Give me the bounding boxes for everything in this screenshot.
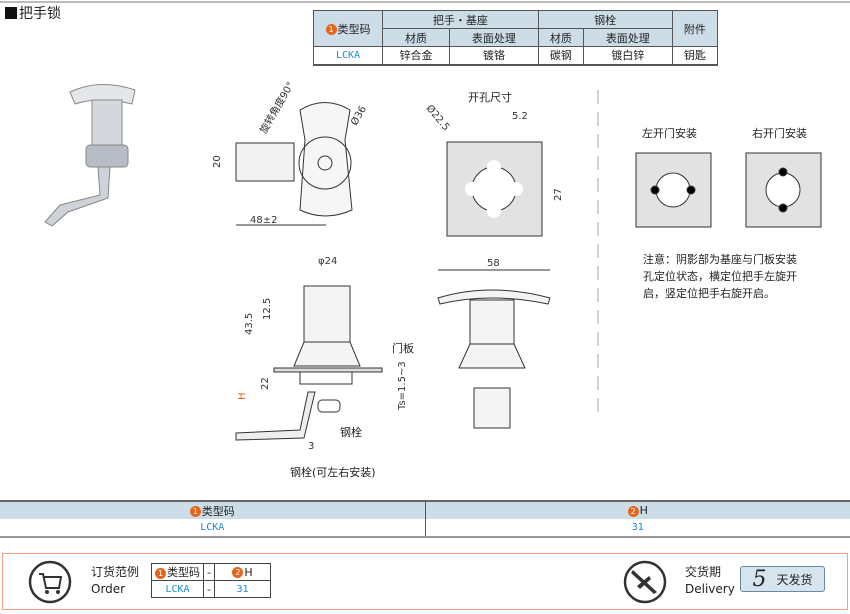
right-install-label: 右开门安装 (752, 126, 807, 140)
sep: - (203, 563, 215, 581)
cell: 镀白锌 (582, 46, 673, 66)
dim-22: 22 (260, 377, 271, 390)
sep: - (203, 580, 215, 598)
dim-58: 58 (487, 258, 500, 269)
hdr-accessory: 附件 (671, 10, 719, 47)
ts-label: Ts=1.5~3 (397, 361, 408, 411)
note-line: 启，竖定位把手右旋开启。 (643, 286, 775, 300)
cart-icon (28, 560, 72, 604)
badge-2-icon: 2 (627, 505, 639, 517)
install-note: 注意：阴影部为基座与门板安装 孔定位状态，横定位把手左旋开 启，竖定位把手右旋开… (643, 252, 797, 300)
delivery-badge: 5 天发货 (740, 566, 825, 592)
hdr-surface: 表面处理 (449, 28, 539, 47)
delivery-days: 5 (752, 566, 767, 592)
hdr-surface: 表面处理 (582, 28, 673, 47)
cell: 钥匙 (671, 46, 719, 66)
hdr-type-code: 类型码 (201, 504, 235, 518)
delivery-days-label: 天发货 (776, 572, 813, 587)
door-panel-label: 门板 (392, 341, 414, 355)
hdr-type-code: 类型码 (337, 22, 371, 36)
hole-title: 开孔尺寸 (468, 90, 512, 104)
dim-22-5: Ø22.5 (424, 102, 453, 133)
page-title: 把手锁 (5, 3, 61, 23)
hdr-h: H (244, 565, 253, 579)
badge-1-icon: 1 (325, 24, 337, 35)
delivery-label-en: Delivery (685, 582, 735, 596)
product-photo (44, 83, 136, 227)
rotation-label: 旋转角度90° (257, 79, 297, 135)
badge-1-icon: 1 (155, 567, 166, 579)
hdr-material: 材质 (537, 28, 584, 47)
right-install-diagram: 右开门安装 (745, 126, 822, 228)
order-label-en: Order (91, 582, 126, 596)
badge-1-icon: 1 (189, 506, 201, 517)
hdr-type-code: 类型码 (167, 566, 200, 579)
dim-3: 3 (308, 441, 314, 452)
hdr-handle-base: 把手・基座 (382, 10, 539, 29)
title-text: 把手锁 (19, 6, 61, 22)
badge-2-icon: 2 (232, 567, 244, 578)
hdr-material: 材质 (382, 28, 450, 47)
dim-20: 20 (212, 155, 223, 168)
title-square-icon (5, 7, 17, 19)
rear-view: 58 (437, 258, 551, 429)
left-install-label: 左开门安装 (642, 126, 697, 140)
left-install-diagram: 左开门安装 (635, 126, 712, 228)
bolt-label: 钢栓 (340, 425, 362, 439)
top-rule (0, 1, 850, 3)
dim-5-2: 5.2 (512, 111, 528, 122)
dim-24: φ24 (318, 256, 337, 267)
side-view: φ24 43.5 12.5 22 H 门板 Ts=1.5~3 钢栓 3 钢栓(可… (235, 256, 414, 479)
delivery-label-cn: 交货期 (685, 565, 722, 579)
cell: 锌合金 (382, 46, 450, 66)
dim-43-5: 43.5 (244, 313, 255, 335)
cell-h: 31 (425, 519, 850, 538)
hole-diagram: 开孔尺寸 5.2 Ø22.5 27 (424, 90, 564, 237)
dim-27: 27 (553, 188, 564, 201)
dim-12-5: 12.5 (262, 298, 273, 320)
dim-36: Ø36 (348, 104, 369, 128)
hdr-h: H (639, 504, 648, 517)
dim-h: H (237, 392, 248, 400)
cell: 碳钢 (537, 46, 584, 66)
dim-48: 48±2 (250, 215, 277, 226)
order-code: LCKA (151, 580, 204, 598)
cell-code: LCKA (0, 519, 426, 538)
bolt-lr-label: 钢栓(可左右安装) (290, 465, 376, 479)
cell: 镀铬 (449, 46, 539, 66)
order-label-cn: 订货范例 (91, 565, 140, 579)
hdr-bolt: 钢栓 (537, 10, 673, 29)
note-line: 孔定位状态，横定位把手左旋开 (643, 269, 797, 283)
technical-drawing: 48±2 20 旋转角度90° Ø36 开孔尺寸 5.2 Ø22.5 27 左开… (44, 79, 822, 479)
note-line: 注意：阴影部为基座与门板安装 (643, 252, 797, 266)
order-h: 31 (213, 580, 271, 598)
front-view: 48±2 20 旋转角度90° Ø36 (212, 79, 369, 226)
airplane-icon (623, 560, 667, 604)
